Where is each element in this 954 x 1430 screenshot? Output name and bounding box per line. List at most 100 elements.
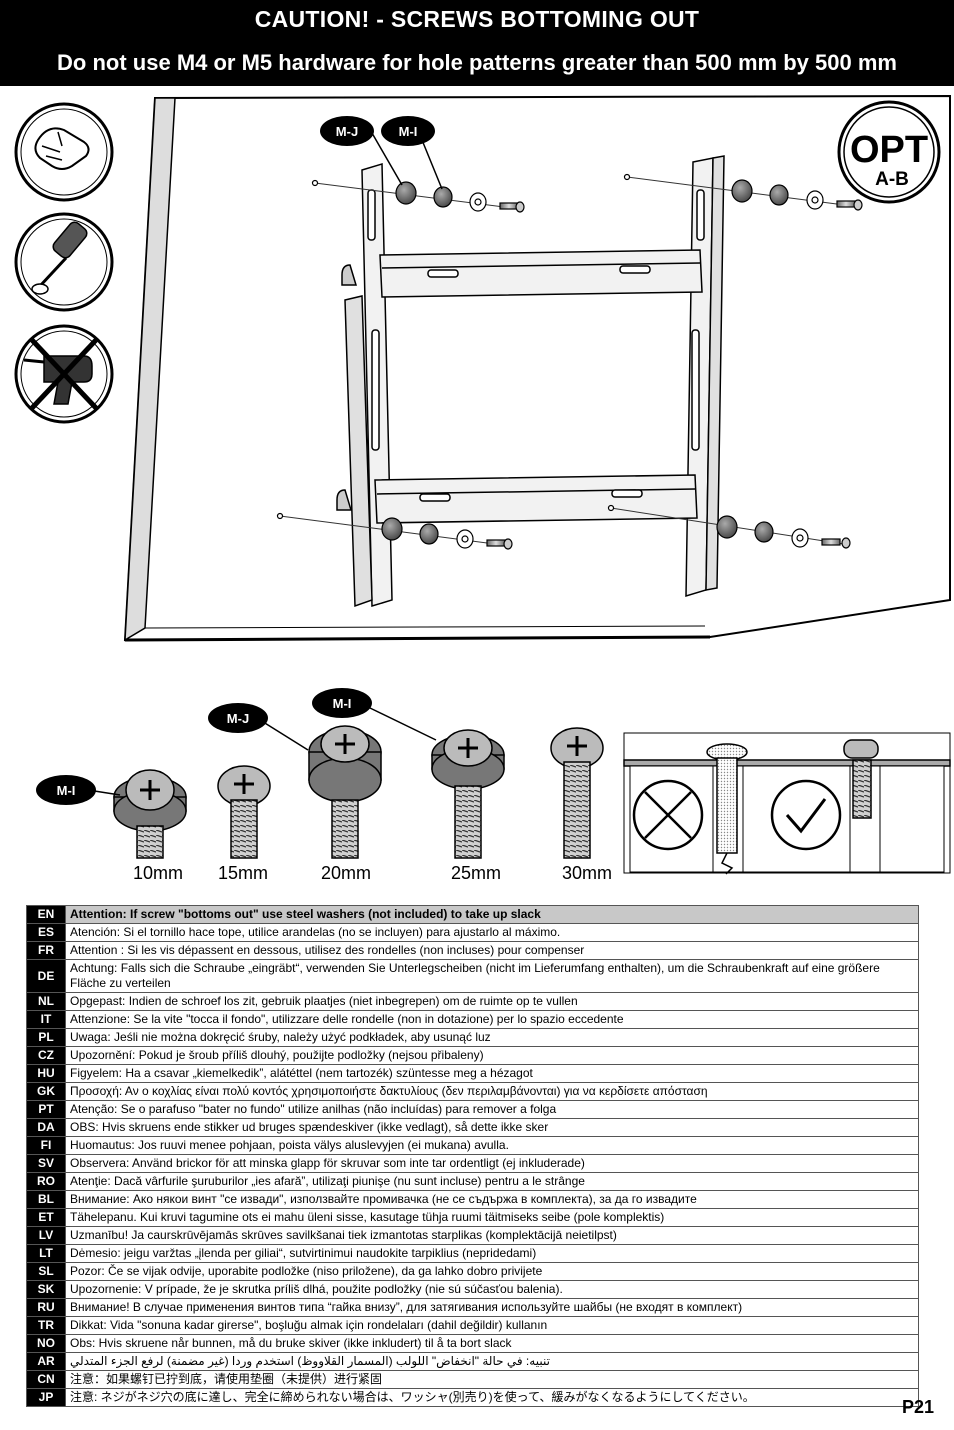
label-mj-bottom: M-J [227,711,249,726]
size-label-25mm: 25mm [451,863,501,883]
hardware-stack-top-left [311,179,525,213]
no-power-drill-icon [14,324,114,424]
screw-10mm [113,769,187,859]
language-code: CN [26,1370,66,1389]
size-label-10mm: 10mm [133,863,183,883]
language-code: RU [26,1298,66,1317]
language-code: IT [26,1010,66,1029]
language-code: ES [26,923,66,942]
hand-tighten-icon [14,102,114,202]
assembly-illustration: M-J M-I [0,86,954,896]
language-code: PT [26,1100,66,1119]
caution-header: CAUTION! - SCREWS BOTTOMING OUT Do not u… [0,0,954,86]
language-code: SL [26,1262,66,1281]
assembly-diagram: M-J M-I [14,94,951,883]
language-code: FR [26,941,66,960]
language-note: Uzmanību! Ja caurskrūvējamās skrūves sav… [65,1226,919,1245]
language-code: RO [26,1172,66,1191]
language-code: BL [26,1190,66,1209]
language-note: Obs: Hvis skruene når bunnen, må du bruk… [65,1334,919,1353]
language-note: Attention: If screw "bottoms out" use st… [65,905,919,924]
language-note: Tähelepanu. Kui kruvi tagumine ots ei ma… [65,1208,919,1227]
callout-top-mj: M-J [320,116,403,186]
language-note: Dikkat: Vida "sonuna kadar girerse", boş… [65,1316,919,1335]
opt-badge-line1: OPT [850,129,928,171]
thread-engagement-diagram [623,732,951,875]
language-note: Attenzione: Se la vite "tocca il fondo",… [65,1010,919,1029]
language-note: Huomautus: Jos ruuvi menee pohjaan, pois… [65,1136,919,1155]
language-note: Uwaga: Jeśli nie można dokręcić śruby, n… [65,1028,919,1047]
language-note: OBS: Hvis skruens ende stikker ud bruges… [65,1118,919,1137]
tv-panel [123,94,951,642]
language-code: JP [26,1388,66,1407]
language-note: Внимание: Ако някои винт "се извади", из… [65,1190,919,1209]
language-note: Pozor: Če se vijak odvije, uporabite pod… [65,1262,919,1281]
screw-20mm [308,725,382,859]
hardware-stack-bottom-left [276,512,513,550]
language-code: FI [26,1136,66,1155]
language-code: HU [26,1064,66,1083]
language-note: Figyelem: Ha a csavar „kiemelkedik”, alá… [65,1064,919,1083]
caution-subtitle: Do not use M4 or M5 hardware for hole pa… [57,50,897,75]
language-note: Opgepast: Indien de schroef los zit, geb… [65,992,919,1011]
language-note: Προσοχή: Αν ο κοχλίας είναι πολύ κοντός … [65,1082,919,1101]
language-note: Attention : Si les vis dépassent en dess… [65,941,919,960]
screw-15mm [217,765,271,859]
incorrect-x-icon [632,779,704,851]
language-note: 注意：如果螺钉已拧到底，请使用垫圈（未提供）进行紧固 [65,1370,919,1389]
language-note: Внимание! В случае применения винтов тип… [65,1298,919,1317]
language-code: SK [26,1280,66,1299]
language-code: AR [26,1352,66,1371]
label-mi-top: M-I [399,124,418,139]
opt-badge: OPT A-B [837,100,941,204]
screwdriver-icon [14,212,114,312]
language-code: GK [26,1082,66,1101]
language-code: PL [26,1028,66,1047]
language-code: LT [26,1244,66,1263]
language-code: LV [26,1226,66,1245]
label-mi-left: M-I [57,783,76,798]
language-note: Dėmesio: jeigu varžtas „įlenda per gilia… [65,1244,919,1263]
language-note: Atenţie: Dacă vârfurile şuruburilor „ies… [65,1172,919,1191]
language-note: 注意: ネジがネジ穴の底に達し、完全に締められない場合は、ワッシャ(別売り)を使… [65,1388,919,1407]
callout-bottom-mi-center: M-I [312,688,437,741]
language-code: CZ [26,1046,66,1065]
language-note: تنبيه: في حالة "انخفاض" اللولب (المسمار … [65,1352,919,1371]
language-code: EN [26,905,66,924]
language-code: ET [26,1208,66,1227]
correct-check-icon [770,779,842,851]
language-code: TR [26,1316,66,1335]
callout-bottom-mi-left: M-I [36,775,121,805]
caution-title: CAUTION! - SCREWS BOTTOMING OUT [254,6,700,32]
size-label-30mm: 30mm [562,863,612,883]
language-code: DA [26,1118,66,1137]
opt-badge-line2: A-B [875,169,909,190]
size-label-15mm: 15mm [218,863,268,883]
language-note: Upozornění: Pokud je šroub příliš dlouhý… [65,1046,919,1065]
language-note: Atención: Si el tornillo hace tope, util… [65,923,919,942]
hardware-stack-bottom-right [607,504,851,549]
label-mi-center: M-I [333,696,352,711]
